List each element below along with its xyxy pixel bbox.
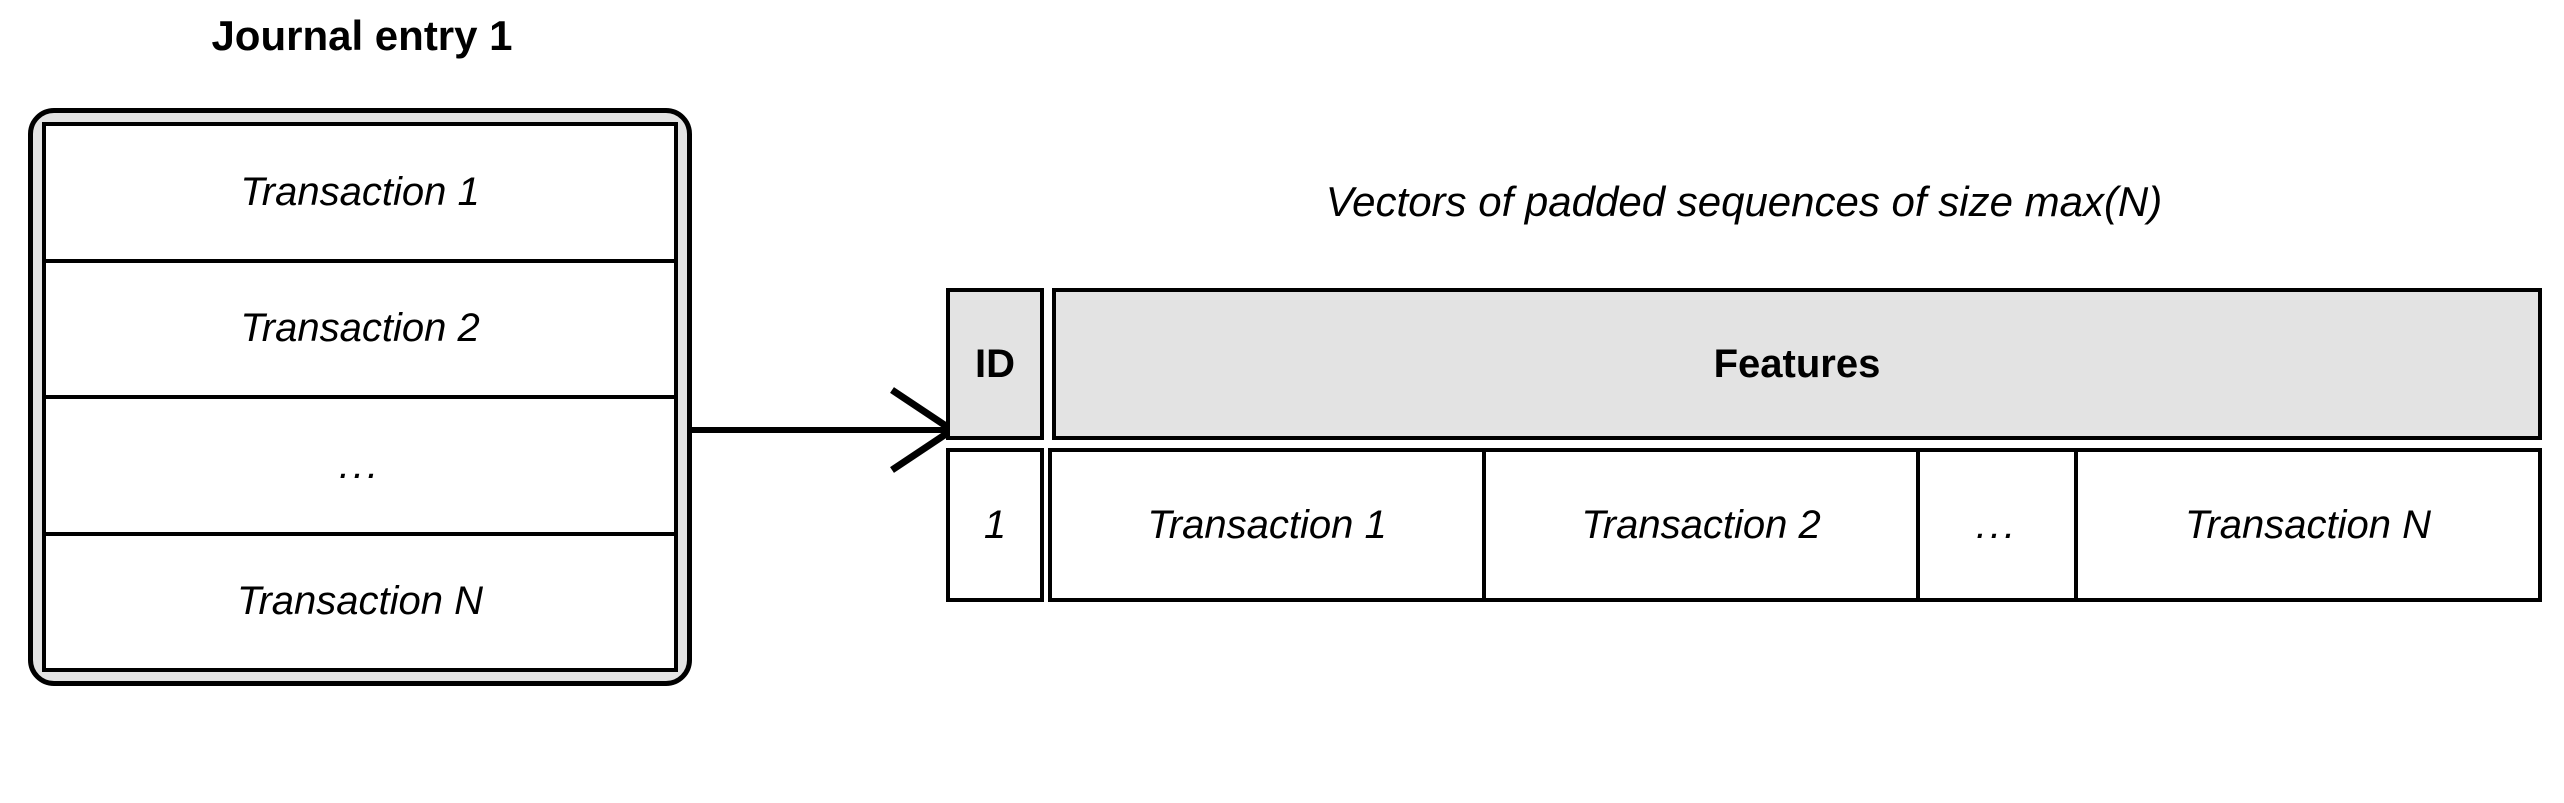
cell-feature-2: Transaction 2 — [1482, 448, 1920, 602]
cell-feature-ellipsis: ... — [1916, 448, 2078, 602]
vectors-caption: Vectors of padded sequences of size max(… — [1325, 178, 2163, 225]
cell-feature-n: Transaction N — [2074, 448, 2542, 602]
column-header-id: ID — [946, 288, 1044, 440]
list-item: ... — [46, 399, 674, 536]
table-header-row: ID Features — [946, 288, 2542, 440]
arrow-right-icon — [692, 370, 960, 490]
table-row[interactable]: 1 Transaction 1 Transaction 2 ... Transa… — [946, 448, 2542, 602]
cell-feature-1: Transaction 1 — [1048, 448, 1486, 602]
column-header-features: Features — [1052, 288, 2542, 440]
journal-entry-title: Journal entry 1 — [211, 12, 513, 59]
journal-entry-group: Journal entry 1 Transaction 1 Transactio… — [0, 0, 720, 803]
cell-id-value: 1 — [946, 448, 1044, 602]
list-item[interactable]: Transaction 1 — [46, 126, 674, 263]
journal-entry-outer-container: Transaction 1 Transaction 2 ... Transact… — [28, 108, 692, 686]
column-separator-gap — [1044, 288, 1052, 440]
journal-entry-transaction-list: Transaction 1 Transaction 2 ... Transact… — [42, 122, 678, 672]
vectors-group: Vectors of padded sequences of size max(… — [946, 0, 2546, 803]
list-item[interactable]: Transaction 2 — [46, 262, 674, 399]
vectors-table: ID Features 1 Transaction 1 Transaction … — [946, 288, 2542, 602]
list-item[interactable]: Transaction N — [46, 535, 674, 668]
